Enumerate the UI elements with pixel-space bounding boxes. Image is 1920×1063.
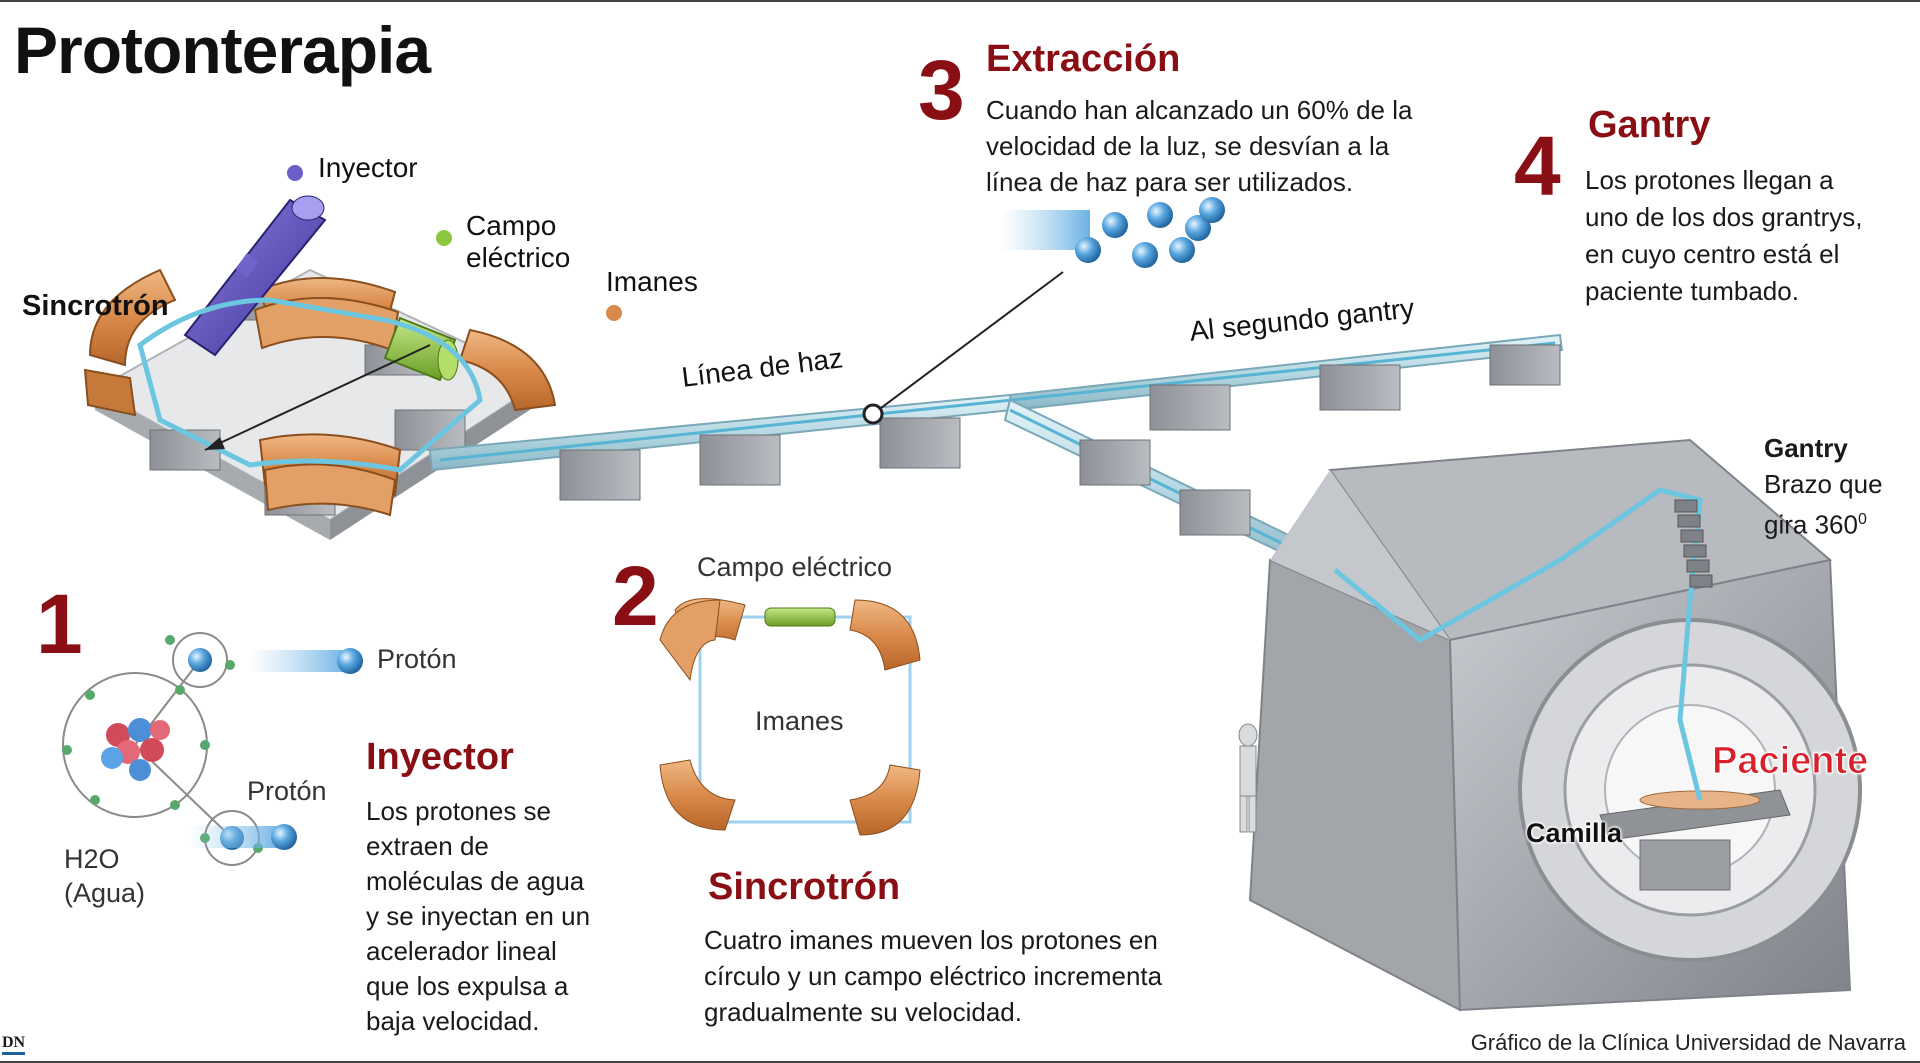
magnet-dot — [606, 305, 622, 321]
synchrotron-beam-ring — [137, 297, 483, 473]
extraction-protons — [1000, 197, 1225, 268]
synchrotron-schematic — [659, 598, 921, 836]
step2-heading: Sincrotrón — [708, 866, 901, 908]
proton-label-2: Protón — [247, 776, 327, 806]
stretcher-label: Camilla — [1526, 818, 1623, 848]
extraction-pointer — [872, 271, 1064, 415]
step3-body: Cuando han alcanzado un 60% de la veloci… — [986, 95, 1413, 197]
water-label: H2O (Agua) — [64, 844, 146, 908]
injector-label: Inyector — [318, 152, 418, 183]
step4-heading: Gantry — [1588, 104, 1711, 146]
extraction-point — [862, 403, 884, 425]
gantry-machine — [1238, 438, 1862, 1012]
proton-label-1: Protón — [377, 644, 457, 674]
water-molecule-diagram — [62, 632, 363, 866]
step2-body: Cuatro imanes mueven los protones en cír… — [704, 925, 1163, 1027]
publisher-logo: DN — [2, 1034, 26, 1055]
bottom-border — [0, 1061, 1920, 1063]
magnets-label: Imanes — [606, 266, 698, 297]
step4-body: Los protones llegan a uno de los dos gra… — [1585, 165, 1863, 306]
step1-heading: Inyector — [366, 736, 514, 778]
synchrotron-label: Sincrotrón — [22, 290, 169, 322]
credit-text: Gráfico de la Clínica Universidad de Nav… — [1470, 1030, 1906, 1055]
step3-heading: Extracción — [986, 38, 1181, 80]
page-title: Protonterapia — [14, 13, 431, 87]
gantry-note: Gantry Brazo que gira 3600 — [1764, 433, 1883, 540]
step3-number: 3 — [918, 43, 965, 137]
step2-magnets-label: Imanes — [755, 706, 844, 736]
injector-device — [183, 195, 327, 357]
injector-dot — [287, 165, 303, 181]
pointer-arrow — [204, 344, 431, 451]
electric-field-label: Campo eléctrico — [466, 210, 571, 274]
step2-number: 2 — [612, 549, 659, 643]
step1-number: 1 — [36, 577, 83, 671]
top-border — [0, 0, 1920, 2]
step1-body: Los protones se extraen de moléculas de … — [366, 796, 591, 1036]
field-dot — [436, 230, 452, 246]
step2-electric-field-label: Campo eléctrico — [697, 552, 893, 582]
step4-number: 4 — [1514, 119, 1561, 213]
beam-stands — [559, 344, 1561, 536]
patient-label: Paciente — [1711, 740, 1869, 783]
